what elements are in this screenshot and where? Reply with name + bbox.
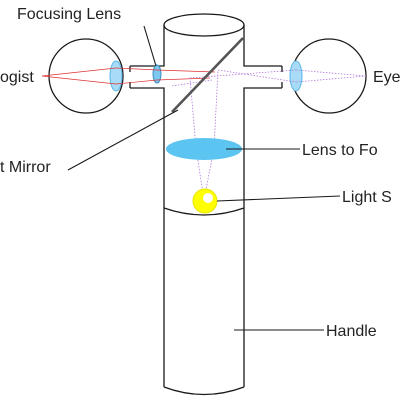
label-mirror: t Mirror xyxy=(0,159,51,176)
leader-focusing-lens xyxy=(143,25,157,67)
tube-bottom-rim xyxy=(163,386,245,396)
label-observed-eye: Eye xyxy=(373,69,400,86)
right-eye-lens xyxy=(289,60,303,92)
label-handle: Handle xyxy=(326,323,377,340)
lens-to-focus-element xyxy=(166,138,242,160)
half-silvered-mirror xyxy=(171,37,244,113)
tube-top-rim xyxy=(163,13,245,37)
bulb-icon xyxy=(192,188,218,214)
right-eyeball-icon xyxy=(289,38,367,114)
focusing-lens-element xyxy=(152,64,162,84)
left-eyeball-icon xyxy=(48,38,124,114)
tube-right-wall xyxy=(243,25,282,387)
instrument-body xyxy=(129,13,283,396)
label-light-source: Light S xyxy=(342,189,392,206)
left-eye-lens xyxy=(109,60,123,92)
tube-left-wall xyxy=(130,25,165,387)
leader-light-source xyxy=(216,195,341,202)
label-lens-to-focus: Lens to Fo xyxy=(302,142,378,159)
label-observer: ogist xyxy=(0,69,34,86)
label-focusing-lens: Focusing Lens xyxy=(17,6,121,23)
illumination-rays xyxy=(171,69,367,201)
leader-lines xyxy=(67,25,341,331)
sleeve-divider xyxy=(163,207,245,216)
observer-light-rays xyxy=(41,67,216,85)
leader-mirror xyxy=(67,109,179,171)
